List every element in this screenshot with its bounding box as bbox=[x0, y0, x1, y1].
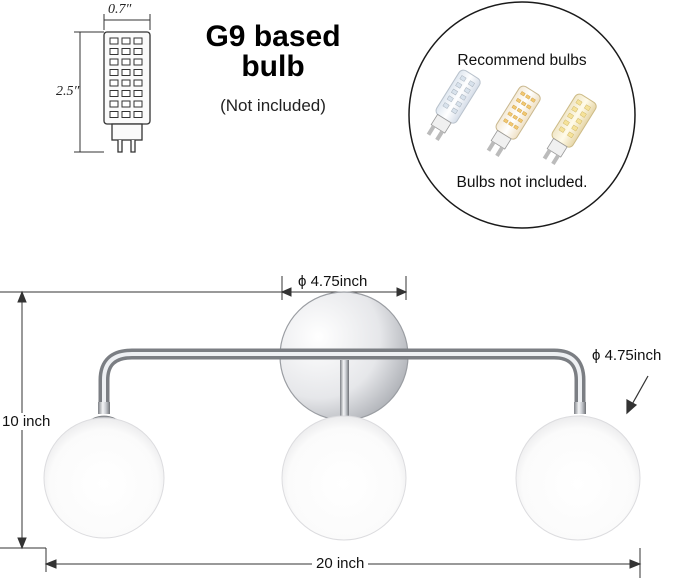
led-chip bbox=[133, 69, 143, 76]
led-chip bbox=[121, 100, 131, 108]
led-chip bbox=[133, 58, 143, 66]
led-chip bbox=[109, 100, 119, 108]
recommended-bulb-1 bbox=[426, 69, 481, 142]
bulb-height-label: 2.5″ bbox=[56, 84, 80, 99]
led-chip bbox=[133, 111, 143, 118]
led-chip bbox=[133, 37, 143, 45]
globe-left bbox=[43, 417, 165, 539]
recommended-bulb-3 bbox=[542, 93, 597, 166]
led-chip bbox=[109, 111, 119, 118]
led-chip bbox=[121, 111, 131, 118]
led-chip bbox=[109, 37, 119, 45]
led-chip bbox=[109, 69, 119, 76]
globe-right bbox=[515, 415, 641, 541]
bulb-width-label: 0.7″ bbox=[108, 2, 132, 17]
recommend-bulbs-label: Recommend bulbs bbox=[457, 52, 587, 69]
center-stem bbox=[340, 360, 349, 416]
fixture-width-label: 20 inch bbox=[312, 555, 369, 572]
globe-center bbox=[281, 415, 407, 541]
led-chip bbox=[133, 79, 143, 87]
led-chip bbox=[133, 90, 143, 97]
led-chip bbox=[109, 58, 119, 66]
led-chip bbox=[121, 37, 131, 45]
globe-diameter-label: ϕ 4.75inch bbox=[592, 347, 662, 364]
led-chip bbox=[109, 48, 119, 55]
led-chip bbox=[133, 100, 143, 108]
led-chip bbox=[121, 90, 131, 97]
led-chip bbox=[109, 79, 119, 87]
canopy-diameter-label: ϕ 4.75inch bbox=[298, 273, 368, 290]
led-grid bbox=[109, 37, 143, 118]
led-chip bbox=[121, 48, 131, 55]
bulb-type-title-line1: G9 based bbox=[205, 20, 341, 53]
bulbs-not-included-label: Bulbs not included. bbox=[456, 174, 588, 191]
led-chip bbox=[121, 58, 131, 66]
bulb-type-title-line2: bulb bbox=[241, 50, 305, 83]
led-chip bbox=[121, 69, 131, 76]
fixture-height-label: 10 inch bbox=[0, 413, 53, 430]
led-chip bbox=[109, 90, 119, 97]
bulb-spec-drawing bbox=[74, 14, 151, 153]
led-chip bbox=[133, 48, 143, 55]
led-chip bbox=[121, 79, 131, 87]
not-included-note: (Not included) bbox=[220, 96, 326, 115]
globe-dimension-arrow bbox=[626, 375, 649, 415]
recommended-bulb-2 bbox=[486, 85, 541, 158]
